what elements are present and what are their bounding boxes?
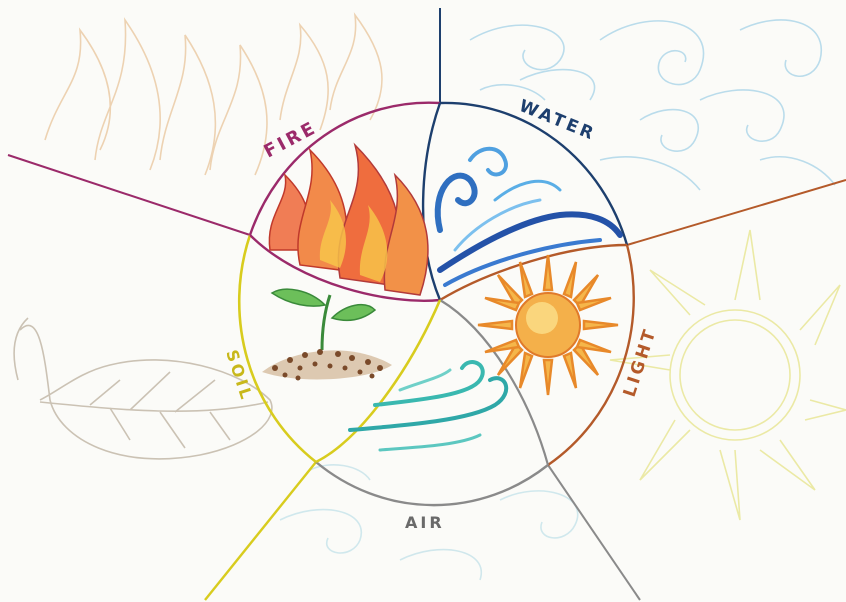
air-label: AIR: [405, 513, 445, 532]
sun-icon: [478, 255, 618, 395]
